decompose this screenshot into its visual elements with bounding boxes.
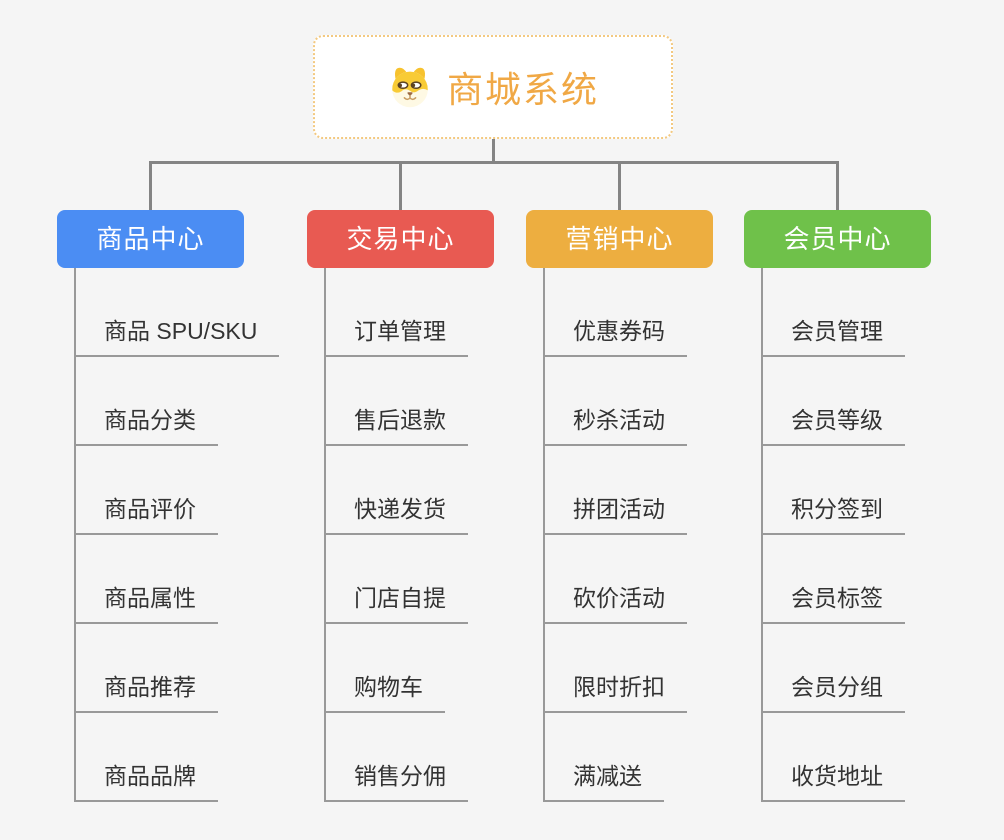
root-node[interactable]: 商城系统 xyxy=(313,35,673,139)
leaf-node[interactable]: 会员标签 xyxy=(744,535,984,624)
branch-column-trade: 交易中心 订单管理 售后退款 快递发货 门店自提 购物车 销售分佣 xyxy=(307,210,547,802)
leaf-node[interactable]: 拼团活动 xyxy=(526,446,766,535)
leaf-label: 商品分类 xyxy=(74,401,218,446)
leaf-label: 收货地址 xyxy=(761,757,905,802)
leaf-label: 快递发货 xyxy=(324,490,468,535)
leaf-label: 售后退款 xyxy=(324,401,468,446)
leaf-node[interactable]: 会员等级 xyxy=(744,357,984,446)
leaf-label: 限时折扣 xyxy=(543,668,687,713)
leaf-label: 积分签到 xyxy=(761,490,905,535)
leaf-label: 门店自提 xyxy=(324,579,468,624)
leaf-label: 会员分组 xyxy=(761,668,905,713)
leaf-node[interactable]: 门店自提 xyxy=(307,535,547,624)
leaf-list: 优惠券码 秒杀活动 拼团活动 砍价活动 限时折扣 满减送 xyxy=(526,268,766,802)
leaf-label: 商品品牌 xyxy=(74,757,218,802)
leaf-label: 会员等级 xyxy=(761,401,905,446)
leaf-list: 会员管理 会员等级 积分签到 会员标签 会员分组 收货地址 xyxy=(744,268,984,802)
leaf-label: 秒杀活动 xyxy=(543,401,687,446)
leaf-label: 会员管理 xyxy=(761,312,905,357)
leaf-label: 商品推荐 xyxy=(74,668,218,713)
leaf-node[interactable]: 商品评价 xyxy=(57,446,297,535)
leaf-label: 订单管理 xyxy=(324,312,468,357)
leaf-node[interactable]: 秒杀活动 xyxy=(526,357,766,446)
branch-node-marketing[interactable]: 营销中心 xyxy=(526,210,713,268)
leaf-node[interactable]: 会员分组 xyxy=(744,624,984,713)
leaf-node[interactable]: 限时折扣 xyxy=(526,624,766,713)
leaf-node[interactable]: 快递发货 xyxy=(307,446,547,535)
leaf-label: 优惠券码 xyxy=(543,312,687,357)
leaf-node[interactable]: 商品属性 xyxy=(57,535,297,624)
leaf-node[interactable]: 销售分佣 xyxy=(307,713,547,802)
connector-root-drop-line xyxy=(492,139,495,163)
leaf-node[interactable]: 商品品牌 xyxy=(57,713,297,802)
branch-column-product: 商品中心 商品 SPU/SKU 商品分类 商品评价 商品属性 商品推荐 商品品牌 xyxy=(57,210,297,802)
leaf-label: 商品 SPU/SKU xyxy=(74,312,280,357)
leaf-label: 商品属性 xyxy=(74,579,218,624)
branch-column-marketing: 营销中心 优惠券码 秒杀活动 拼团活动 砍价活动 限时折扣 满减送 xyxy=(526,210,766,802)
leaf-label: 会员标签 xyxy=(761,579,905,624)
branch-trunk-line xyxy=(543,268,545,802)
leaf-node[interactable]: 收货地址 xyxy=(744,713,984,802)
branch-trunk-line xyxy=(74,268,76,802)
branch-trunk-line xyxy=(761,268,763,802)
connector-drop-line-marketing xyxy=(618,161,621,210)
leaf-node[interactable]: 购物车 xyxy=(307,624,547,713)
connector-drop-line-product xyxy=(149,161,152,210)
leaf-label: 销售分佣 xyxy=(324,757,468,802)
root-title: 商城系统 xyxy=(446,69,599,110)
leaf-list: 订单管理 售后退款 快递发货 门店自提 购物车 销售分佣 xyxy=(307,268,547,802)
branch-trunk-line xyxy=(324,268,326,802)
branch-node-product[interactable]: 商品中心 xyxy=(57,210,244,268)
leaf-node[interactable]: 积分签到 xyxy=(744,446,984,535)
leaf-node[interactable]: 商品推荐 xyxy=(57,624,297,713)
connector-drop-line-trade xyxy=(399,161,402,210)
leaf-node[interactable]: 商品 SPU/SKU xyxy=(57,268,297,357)
branch-node-trade[interactable]: 交易中心 xyxy=(307,210,494,268)
branch-column-member: 会员中心 会员管理 会员等级 积分签到 会员标签 会员分组 收货地址 xyxy=(744,210,984,802)
connector-drop-line-member xyxy=(836,161,839,210)
leaf-label: 砍价活动 xyxy=(543,579,687,624)
leaf-node[interactable]: 优惠券码 xyxy=(526,268,766,357)
leaf-list: 商品 SPU/SKU 商品分类 商品评价 商品属性 商品推荐 商品品牌 xyxy=(57,268,297,802)
leaf-label: 满减送 xyxy=(543,757,664,802)
dog-face-icon xyxy=(387,65,433,110)
connector-bus-line xyxy=(149,161,839,164)
leaf-node[interactable]: 商品分类 xyxy=(57,357,297,446)
leaf-label: 拼团活动 xyxy=(543,490,687,535)
branch-node-member[interactable]: 会员中心 xyxy=(744,210,931,268)
leaf-node[interactable]: 订单管理 xyxy=(307,268,547,357)
leaf-node[interactable]: 砍价活动 xyxy=(526,535,766,624)
leaf-label: 商品评价 xyxy=(74,490,218,535)
leaf-node[interactable]: 售后退款 xyxy=(307,357,547,446)
leaf-node[interactable]: 满减送 xyxy=(526,713,766,802)
leaf-node[interactable]: 会员管理 xyxy=(744,268,984,357)
leaf-label: 购物车 xyxy=(324,668,445,713)
